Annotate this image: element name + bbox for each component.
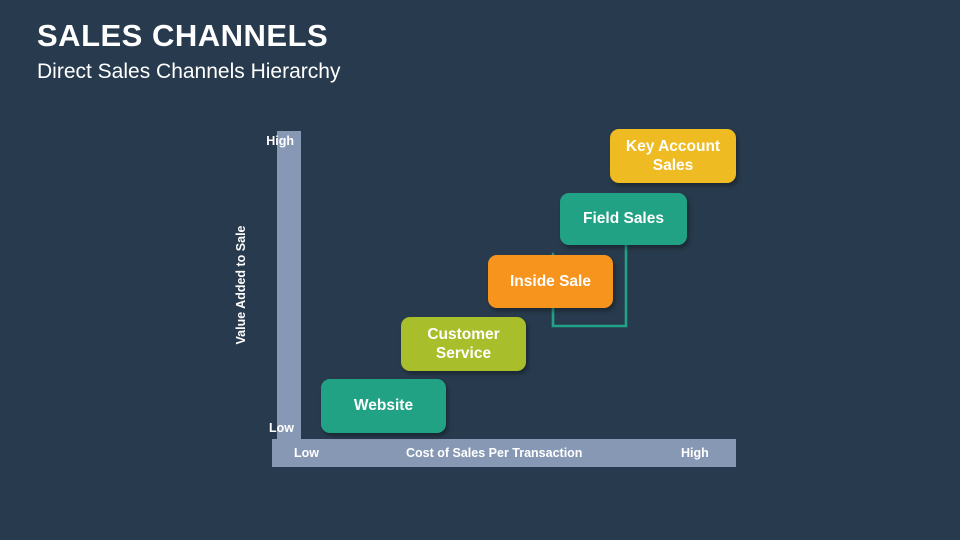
x-axis-title: Cost of Sales Per Transaction	[406, 446, 583, 460]
channel-box-key-account-sales[interactable]: Key Account Sales	[610, 129, 736, 183]
page-subtitle: Direct Sales Channels Hierarchy	[37, 60, 341, 83]
channel-box-website[interactable]: Website	[321, 379, 446, 433]
channel-box-customer-service[interactable]: Customer Service	[401, 317, 526, 371]
y-axis-high-label: High	[266, 134, 294, 148]
x-axis-bar	[272, 439, 736, 467]
y-axis-low-label: Low	[269, 421, 294, 435]
x-axis-high-label: High	[681, 446, 709, 460]
page-title: SALES CHANNELS	[37, 18, 329, 53]
channel-box-field-sales[interactable]: Field Sales	[560, 193, 687, 245]
channel-box-inside-sale[interactable]: Inside Sale	[488, 255, 613, 308]
x-axis-low-label: Low	[294, 446, 319, 460]
y-axis-bar	[277, 131, 301, 439]
y-axis-title: Value Added to Sale	[234, 225, 248, 345]
